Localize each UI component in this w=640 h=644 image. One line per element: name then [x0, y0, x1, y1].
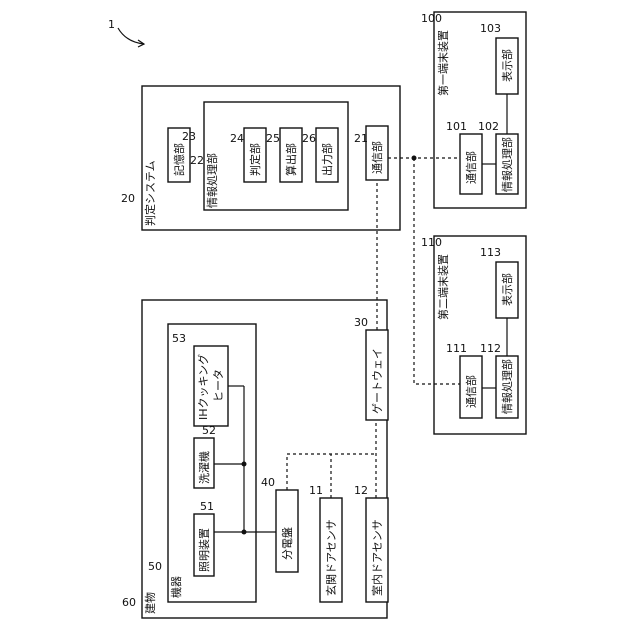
- terminal2-ref: 110: [421, 236, 442, 249]
- power-junction-washer: [242, 462, 247, 467]
- figure-ref-label: 1: [108, 18, 115, 31]
- terminal1-processing-label: 情報処理部: [500, 137, 514, 192]
- distribution-board-ref: 40: [261, 476, 275, 489]
- entrance-door-sensor-ref: 11: [309, 484, 323, 497]
- output-unit-label: 出力部: [320, 143, 334, 176]
- terminal2-processing-ref: 112: [480, 342, 501, 355]
- info-processing-label: 情報処理部: [205, 153, 219, 208]
- system-comm-unit-ref: 21: [354, 132, 368, 145]
- judging-unit-label: 判定部: [248, 143, 262, 176]
- terminal1-ref: 100: [421, 12, 442, 25]
- equipment-label: 機器: [169, 576, 183, 598]
- calculation-unit-label: 算出部: [284, 143, 298, 176]
- judgment-system-label: 判定システム: [143, 160, 157, 226]
- power-junction-board: [242, 530, 247, 535]
- ih-heater-ref: 53: [172, 332, 186, 345]
- storage-unit-label: 記憶部: [172, 143, 186, 176]
- lighting-device-ref: 51: [200, 500, 214, 513]
- terminal2-display-label: 表示部: [500, 273, 514, 306]
- building-ref: 60: [122, 596, 136, 609]
- output-unit-ref: 26: [302, 132, 316, 145]
- gateway-ref: 30: [354, 316, 368, 329]
- judging-unit-ref: 24: [230, 132, 244, 145]
- building-label: 建物: [143, 592, 157, 614]
- washer-label: 洗濯機: [197, 451, 211, 484]
- lighting-device-label: 照明装置: [198, 528, 211, 572]
- terminal1-label: 第一端末装置: [436, 30, 450, 96]
- terminal2-display-ref: 113: [480, 246, 501, 259]
- distribution-board-label: 分電盤: [281, 527, 294, 560]
- ih-heater-label-line2: ヒータ: [212, 369, 225, 402]
- gateway-label: ゲートウェイ: [371, 348, 384, 414]
- terminal1-display-ref: 103: [480, 22, 501, 35]
- terminal1-processing-ref: 102: [478, 120, 499, 133]
- storage-unit-ref: 23: [182, 130, 196, 143]
- terminal1-comm-ref: 101: [446, 120, 467, 133]
- terminal1-display-label: 表示部: [500, 49, 514, 82]
- equipment-ref: 50: [148, 560, 162, 573]
- info-processing-ref: 22: [190, 154, 204, 167]
- judgment-system-ref: 20: [121, 192, 135, 205]
- terminal2-comm-label: 通信部: [464, 375, 478, 408]
- terminal1-comm-label: 通信部: [464, 151, 478, 184]
- terminal2-processing-label: 情報処理部: [500, 359, 514, 414]
- indoor-door-sensor-ref: 12: [354, 484, 368, 497]
- entrance-door-sensor-label: 玄関ドアセンサ: [324, 519, 338, 596]
- terminal2-label: 第二端末装置: [436, 254, 450, 320]
- indoor-door-sensor-label: 室内ドアセンサ: [370, 519, 384, 596]
- building-frame: [142, 300, 387, 618]
- system-comm-unit-label: 通信部: [370, 141, 384, 174]
- calculation-unit-ref: 25: [266, 132, 280, 145]
- ih-heater-label-line1: IHクッキング: [196, 354, 210, 420]
- terminal2-comm-ref: 111: [446, 342, 467, 355]
